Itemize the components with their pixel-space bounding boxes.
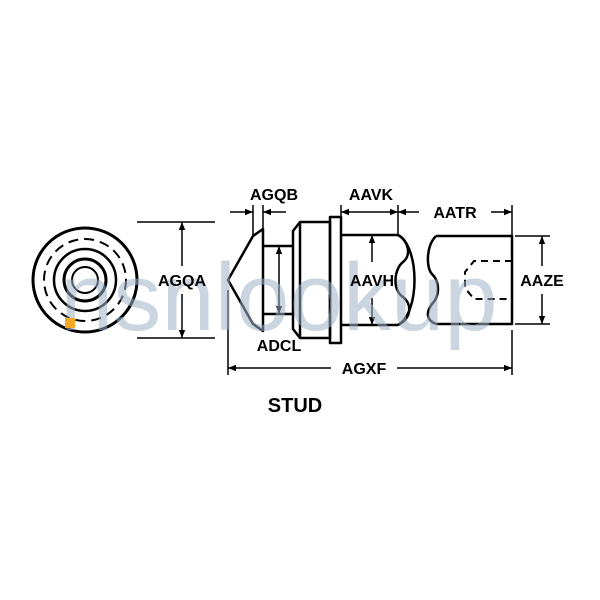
diagram-caption: STUD (268, 395, 322, 417)
end-view (31, 226, 139, 334)
dimension-lines (178, 208, 546, 372)
watermark-accent (65, 318, 75, 328)
label-agqa: AGQA (158, 273, 206, 290)
label-aavk: AAVK (349, 187, 394, 204)
dimension-labels: AGQB AAVK AATR AGQA AAVH AAZE ADCL AGXF … (158, 187, 564, 417)
label-aavh: AAVH (350, 273, 394, 290)
label-agxf: AGXF (342, 361, 387, 378)
label-adcl: ADCL (257, 338, 302, 355)
label-agqb: AGQB (250, 187, 298, 204)
watermark-text: nsnlookup (60, 244, 498, 351)
label-aaze: AAZE (520, 273, 564, 290)
watermark: nsnlookup (60, 244, 498, 351)
label-aatr: AATR (433, 205, 477, 222)
